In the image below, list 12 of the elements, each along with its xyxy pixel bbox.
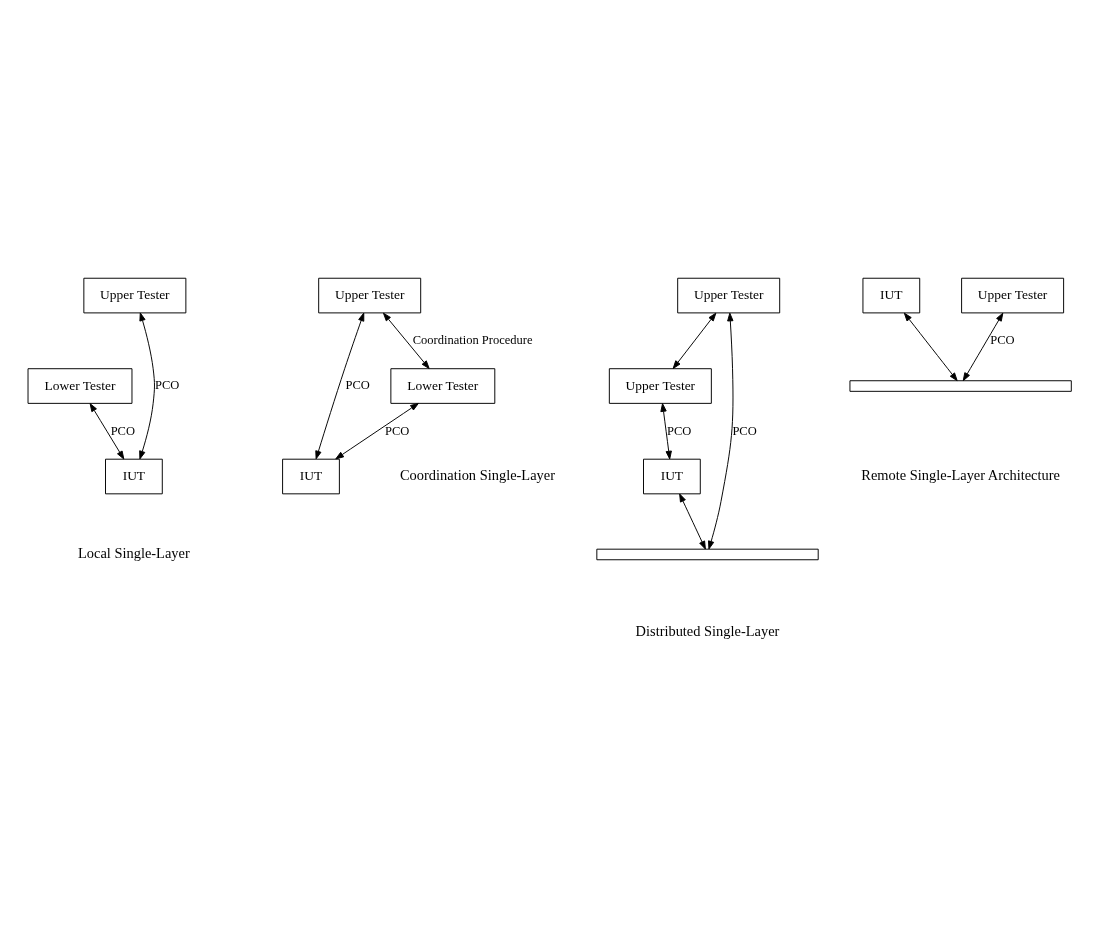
edge-label: PCO <box>154 378 180 393</box>
label: Distributed Single-Layer <box>635 622 780 639</box>
edge-label: PCO <box>732 423 757 438</box>
edge-label: PCO <box>110 423 135 438</box>
label: Local Single-Layer <box>78 544 190 561</box>
edge-label: PCO <box>990 333 1015 348</box>
edge-label: Coordination Procedure <box>412 333 533 348</box>
label: Remote Single-Layer Architecture <box>861 466 1060 483</box>
edge-label: PCO <box>345 378 370 393</box>
edge-label: PCO <box>666 423 692 438</box>
label: Coordination Single-Layer <box>399 466 555 483</box>
edge-label: PCO <box>384 423 410 438</box>
